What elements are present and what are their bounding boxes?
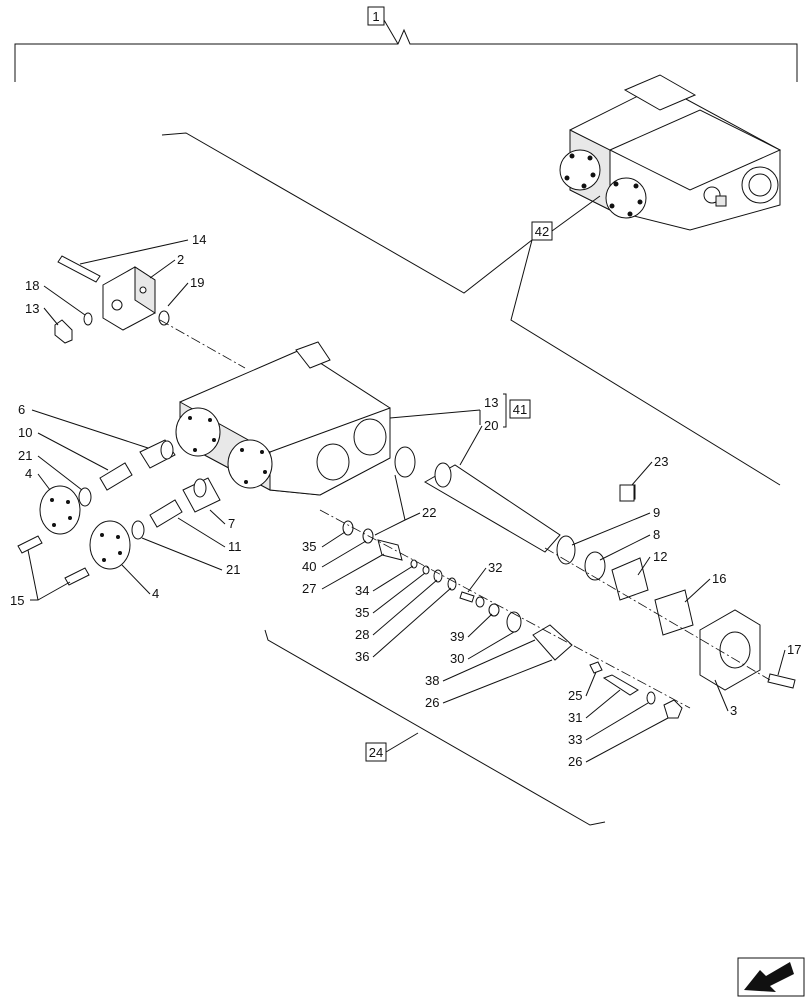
callout-17: 17 (787, 642, 801, 657)
callout-box-1: 1 (372, 9, 379, 24)
assembly-bracket: 1 (14, 6, 798, 82)
callout-14: 13 (25, 301, 39, 316)
callout-12: 16 (712, 571, 726, 586)
callout-13: 13 (484, 395, 498, 410)
callout-30: 30 (450, 651, 464, 666)
callout-labels: 14 2 19 18 13 6 10 21 4 15 7 11 21 4 13 … (10, 232, 801, 769)
callout-33: 33 (568, 732, 582, 747)
callout-22: 22 (422, 505, 436, 520)
callout-4-right: 4 (152, 586, 159, 601)
callout-7: 8 (653, 527, 660, 542)
callout-41-group: 41 (503, 393, 531, 428)
callout-11: 12 (653, 549, 667, 564)
callout-23: 23 (654, 454, 668, 469)
callout-40: 40 (302, 559, 316, 574)
callout-box-42: 42 (535, 224, 549, 239)
center-spool-parts (394, 446, 796, 691)
callout-3: 3 (730, 703, 737, 718)
callout-28: 27 (302, 581, 316, 596)
callout-19: 18 (25, 278, 39, 293)
callout-8: 9 (653, 505, 660, 520)
callout-21-right: 21 (226, 562, 240, 577)
callout-34: 34 (355, 583, 369, 598)
callout-37: 35 (302, 539, 316, 554)
callout-32: 32 (488, 560, 502, 575)
callout-39: 39 (450, 629, 464, 644)
valve-assembly-complete (559, 74, 782, 231)
callout-20: 19 (190, 275, 204, 290)
callout-36: 36 (355, 649, 369, 664)
callout-18: 20 (484, 418, 498, 433)
callout-24-group: 24 (264, 629, 606, 826)
pilot-small-parts (319, 509, 691, 719)
callout-6: 7 (228, 516, 235, 531)
callout-box-41: 41 (513, 402, 527, 417)
callout-16: 15 (10, 593, 24, 608)
left-spool-parts (17, 439, 221, 586)
callout-21-left: 21 (18, 448, 32, 463)
callout-25: 25 (568, 688, 582, 703)
callout-15: 14 (192, 232, 206, 247)
callout-9: 11 (228, 539, 242, 554)
callout-5: 6 (18, 402, 25, 417)
cover-block-group (54, 255, 246, 369)
callout-35: 35 (355, 605, 369, 620)
callout-29: 28 (355, 627, 369, 642)
callout-2: 2 (177, 252, 184, 267)
callout-10: 10 (18, 425, 32, 440)
callout-26: 26 (568, 754, 582, 769)
callout-4-left: 4 (25, 466, 32, 481)
callout-38: 38 (425, 673, 439, 688)
part-23 (619, 484, 635, 502)
callout-42-group: 42 (161, 132, 781, 486)
callout-box-24: 24 (369, 745, 383, 760)
callout-31: 31 (568, 710, 582, 725)
callout-27: 26 (425, 695, 439, 710)
valve-body (175, 341, 481, 496)
next-page-arrow-icon[interactable] (737, 957, 805, 997)
